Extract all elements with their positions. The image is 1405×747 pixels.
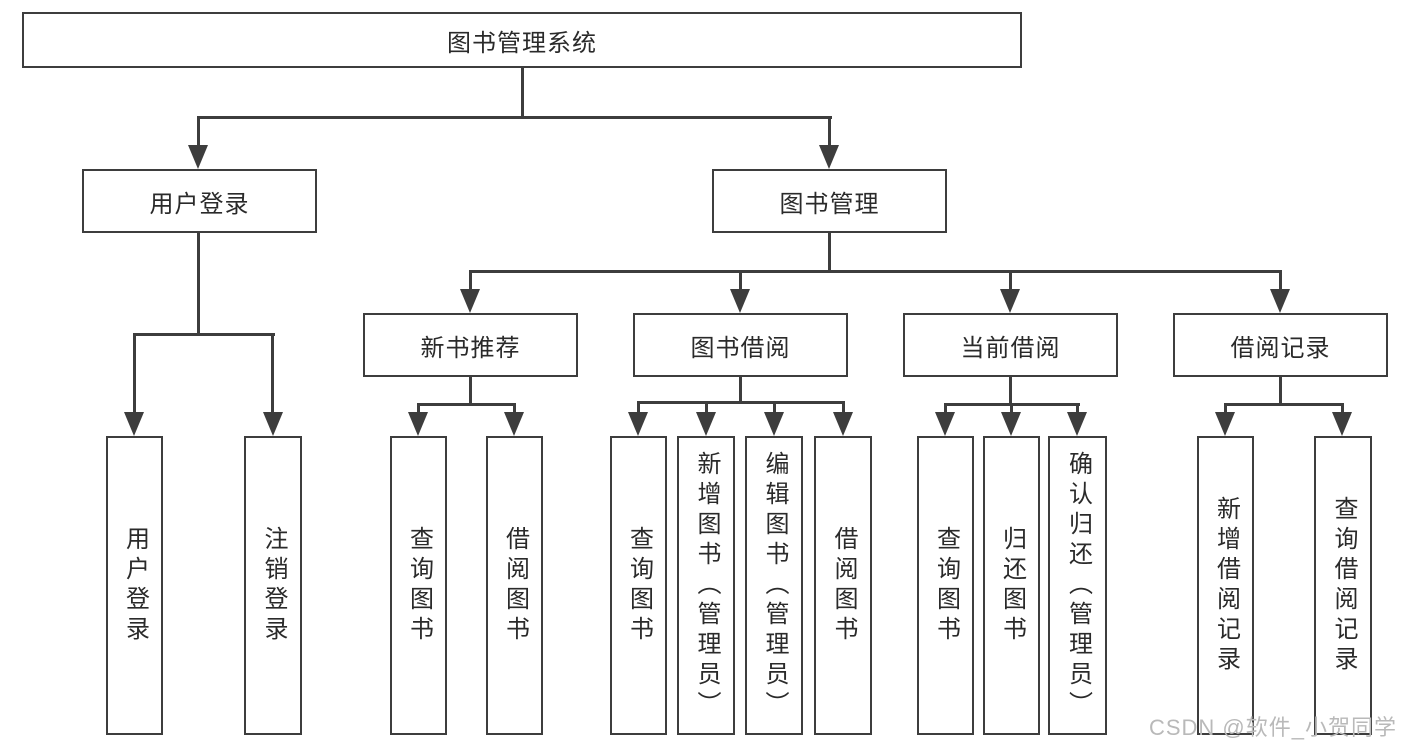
connector-line [705, 401, 708, 414]
arrow-down-icon [1215, 412, 1235, 436]
leaf-query-books-recommend: 查询图书 [390, 436, 447, 735]
leaf-add-borrow-record: 新增借阅记录 [1197, 436, 1254, 735]
arrow-down-icon [1067, 412, 1087, 436]
leaf-label: 查询图书 [405, 525, 433, 646]
connector-line [417, 403, 516, 406]
connector-line [828, 116, 831, 147]
connector-line [1341, 403, 1344, 414]
arrow-down-icon [628, 412, 648, 436]
leaf-confirm-return-admin: 确认归还（管理员） [1048, 436, 1107, 735]
connector-line [197, 116, 832, 119]
leaf-label: 用户登录 [121, 525, 149, 646]
leaf-borrow-books-recommend: 借阅图书 [486, 436, 543, 735]
leaf-label: 借阅图书 [501, 525, 529, 646]
connector-line [739, 270, 742, 291]
leaf-label: 注销登录 [260, 525, 287, 646]
leaf-query-books-borrowing: 查询图书 [610, 436, 667, 735]
leaf-add-books-admin: 新增图书（管理员） [677, 436, 735, 735]
arrow-down-icon [1001, 412, 1021, 436]
connector-line [1279, 377, 1282, 406]
leaf-label: 归还图书 [998, 525, 1026, 646]
node-borrowing-records: 借阅记录 [1173, 313, 1388, 377]
arrow-down-icon [460, 289, 480, 313]
connector-line [637, 401, 845, 404]
connector-line [469, 377, 472, 406]
leaf-return-books: 归还图书 [983, 436, 1040, 735]
node-root-label: 图书管理系统 [447, 29, 597, 57]
connector-line [1224, 403, 1227, 414]
node-current-borrowing: 当前借阅 [903, 313, 1118, 377]
arrow-down-icon [263, 412, 283, 436]
node-root: 图书管理系统 [22, 12, 1022, 68]
arrow-down-icon [1332, 412, 1352, 436]
arrow-down-icon [819, 145, 839, 169]
arrow-down-icon [504, 412, 524, 436]
arrow-down-icon [764, 412, 784, 436]
leaf-label: 编辑图书（管理员） [761, 450, 788, 721]
connector-line [469, 270, 472, 291]
leaf-query-books-current: 查询图书 [917, 436, 974, 735]
arrow-down-icon [833, 412, 853, 436]
connector-line [773, 401, 776, 414]
node-label: 用户登录 [149, 190, 250, 218]
leaf-user-login: 用户登录 [106, 436, 163, 735]
connector-line [637, 401, 640, 414]
node-user-login: 用户登录 [82, 169, 317, 233]
connector-line [469, 270, 1282, 273]
connector-line [828, 233, 831, 273]
leaf-label: 新增借阅记录 [1212, 495, 1240, 676]
connector-line [197, 116, 200, 147]
connector-line [133, 333, 275, 336]
arrow-down-icon [1000, 289, 1020, 313]
node-new-book-recommendation: 新书推荐 [363, 313, 578, 377]
watermark: CSDN @软件_小贺同学 [1148, 715, 1397, 740]
leaf-label: 查询借阅记录 [1330, 495, 1357, 676]
node-book-borrowing: 图书借阅 [633, 313, 848, 377]
node-book-management: 图书管理 [712, 169, 947, 233]
node-label: 当前借阅 [960, 334, 1061, 362]
leaf-query-borrow-record: 查询借阅记录 [1314, 436, 1372, 735]
leaf-label: 确认归还（管理员） [1064, 450, 1092, 721]
leaf-logout: 注销登录 [244, 436, 302, 735]
arrow-down-icon [188, 145, 208, 169]
connector-line [521, 68, 524, 118]
leaf-borrow-books-borrowing: 借阅图书 [814, 436, 872, 735]
connector-line [1224, 403, 1344, 406]
connector-line [1076, 403, 1079, 414]
connector-line [133, 333, 136, 414]
connector-line [1279, 270, 1282, 291]
connector-line [197, 233, 200, 336]
connector-line [513, 403, 516, 414]
arrow-down-icon [730, 289, 750, 313]
arrow-down-icon [408, 412, 428, 436]
leaf-label: 借阅图书 [830, 525, 857, 646]
node-label: 新书推荐 [420, 334, 521, 362]
connector-line [417, 403, 420, 414]
connector-line [1010, 403, 1013, 414]
connector-line [842, 401, 845, 414]
connector-line [271, 333, 274, 414]
leaf-label: 查询图书 [625, 525, 653, 646]
connector-line [1009, 270, 1012, 291]
connector-line [944, 403, 947, 414]
node-label: 图书借阅 [690, 334, 791, 362]
connector-line [739, 377, 742, 404]
leaf-label: 查询图书 [932, 525, 960, 646]
arrow-down-icon [124, 412, 144, 436]
node-label: 借阅记录 [1230, 334, 1331, 362]
leaf-label: 新增图书（管理员） [693, 450, 720, 721]
arrow-down-icon [696, 412, 716, 436]
arrow-down-icon [935, 412, 955, 436]
connector-line [1009, 377, 1012, 406]
node-label: 图书管理 [779, 190, 880, 218]
arrow-down-icon [1270, 289, 1290, 313]
leaf-edit-books-admin: 编辑图书（管理员） [745, 436, 803, 735]
